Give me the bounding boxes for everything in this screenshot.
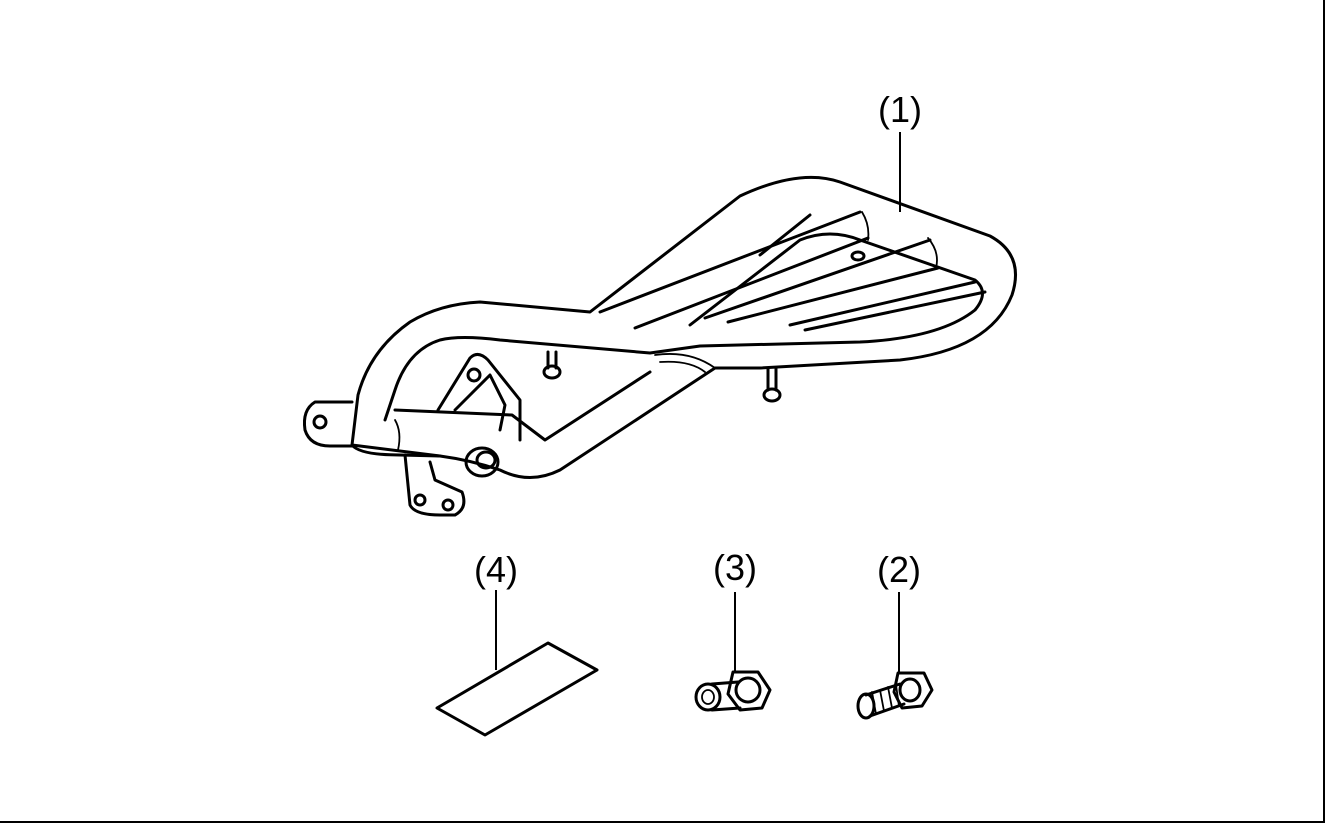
carrier-front-loop xyxy=(350,443,442,458)
carrier-lower-rail xyxy=(393,370,652,442)
carrier-stud xyxy=(766,366,778,392)
left-mount-hole xyxy=(312,414,328,430)
lower-mount-hole xyxy=(441,498,455,512)
collar-bolt xyxy=(694,670,772,712)
flange-bolt xyxy=(856,671,934,720)
callout-label-2: (2) xyxy=(877,549,921,590)
weld-mark xyxy=(654,353,716,373)
carrier-crossbar-2 xyxy=(703,238,940,324)
collar-bolt-end-inner xyxy=(701,689,715,705)
carrier-collar-bore xyxy=(475,450,497,470)
rear-carrier xyxy=(303,175,1017,517)
collar-bolt-end xyxy=(694,682,722,712)
carrier-stud-top xyxy=(850,250,866,262)
lower-mount-tab xyxy=(403,453,466,517)
carrier-outer-tube xyxy=(350,175,1017,479)
label-sheet-outline xyxy=(435,641,599,737)
carrier-stud-head xyxy=(762,387,782,403)
carrier-crossbar-1 xyxy=(598,210,870,330)
callout-label-4: (4) xyxy=(474,549,518,590)
weld-mark xyxy=(394,419,401,451)
lower-mount-hole xyxy=(413,493,427,507)
flange-bolt-head xyxy=(892,671,934,710)
weld-mark xyxy=(861,211,938,269)
collar-bolt-flange xyxy=(734,676,762,704)
flange-bolt-flange xyxy=(898,677,922,703)
carrier-crossbar-4 xyxy=(758,213,812,257)
carrier-bracket-plate xyxy=(436,353,522,442)
carrier-crossbar-3 xyxy=(788,280,987,332)
label-sheet xyxy=(435,641,599,737)
callout-label-1: (1) xyxy=(878,89,922,130)
flange-bolt-tip xyxy=(856,692,876,720)
left-mount-tab xyxy=(303,400,354,448)
collar-bolt-shank xyxy=(710,680,742,712)
bracket-hole xyxy=(466,367,482,383)
callout-label-3: (3) xyxy=(713,547,757,588)
carrier-stud-head xyxy=(542,364,562,380)
carrier-collar xyxy=(464,446,500,478)
collar-bolt-head xyxy=(726,670,772,712)
